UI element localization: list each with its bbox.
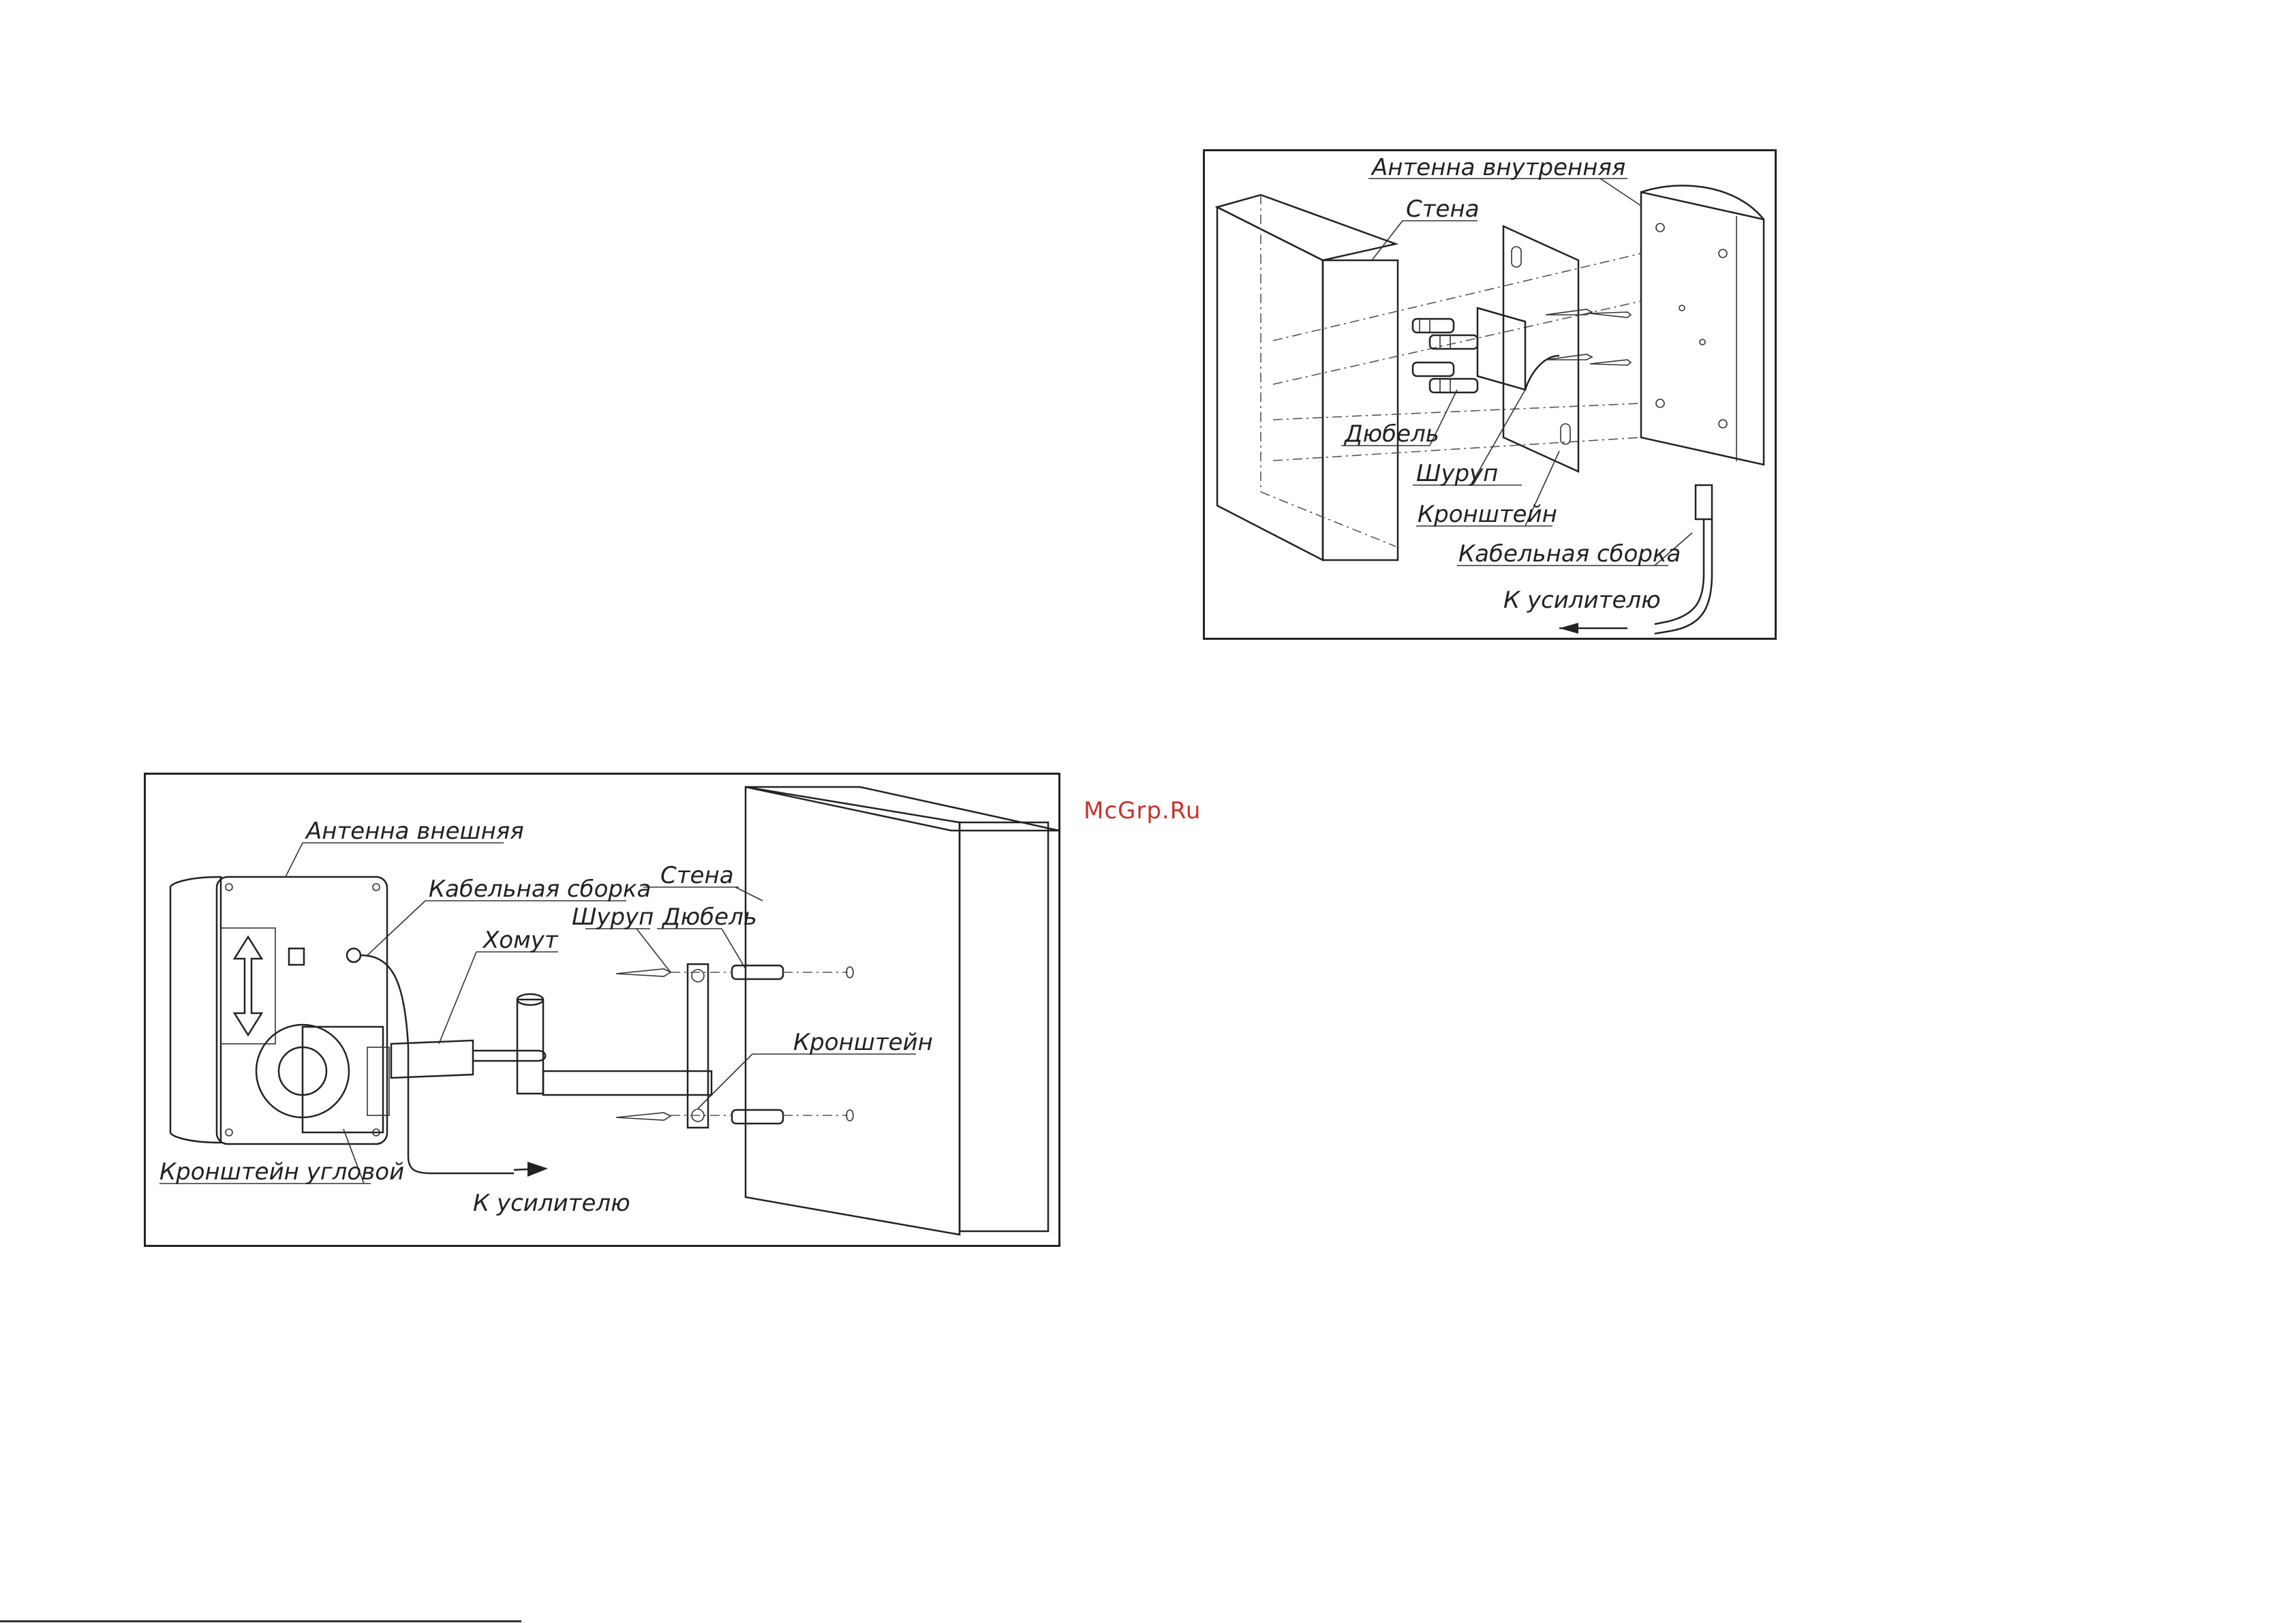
indoor-antenna	[1641, 185, 1764, 465]
antenna-label: Антенна внешняя	[305, 818, 524, 845]
indoor-mounting-diagram: Антенна внутренняя Стена Дюбель Шуруп Кр…	[1203, 149, 1777, 640]
cable-label: Кабельная сборка	[1458, 540, 1681, 568]
indoor-drawing: Антенна внутренняя Стена Дюбель Шуруп Кр…	[1205, 151, 1779, 642]
watermark: McGrp.Ru	[1084, 797, 1201, 824]
bracket-label: Кронштейн	[793, 1029, 933, 1056]
outdoor-drawing: Антенна внешняя Кабельная сборка Хомут С…	[146, 775, 1062, 1249]
to-amplifier-label: К усилителю	[1503, 587, 1661, 614]
antenna-label: Антенна внутренняя	[1371, 154, 1625, 181]
bracket-label: Кронштейн	[1418, 501, 1557, 528]
dowel-label: Дюбель	[1343, 420, 1439, 448]
wall-block	[746, 787, 1059, 1235]
bracket-plate	[1478, 226, 1578, 472]
wall-label: Стена	[1406, 196, 1480, 223]
screw-label: Шуруп	[1416, 460, 1498, 487]
outdoor-mounting-diagram: Антенна внешняя Кабельная сборка Хомут С…	[144, 773, 1060, 1247]
clamp-label: Хомут	[482, 927, 559, 954]
mount-arm	[391, 964, 711, 1128]
corner-bracket	[256, 1025, 389, 1132]
to-amplifier-label: К усилителю	[473, 1190, 630, 1217]
cable-label: Кабельная сборка	[429, 876, 651, 903]
screw-label: Шуруп	[572, 903, 654, 931]
outdoor-antenna	[170, 877, 387, 1144]
dowels	[1413, 319, 1478, 392]
corner-bracket-label: Кронштейн угловой	[159, 1158, 404, 1186]
wall-label: Стена	[660, 862, 734, 889]
wall-block	[1217, 195, 1398, 560]
axis-lines	[1273, 253, 1641, 461]
footer-rule	[0, 1620, 521, 1622]
dowel-label: Дюбель	[661, 903, 757, 931]
screws	[1546, 309, 1631, 365]
